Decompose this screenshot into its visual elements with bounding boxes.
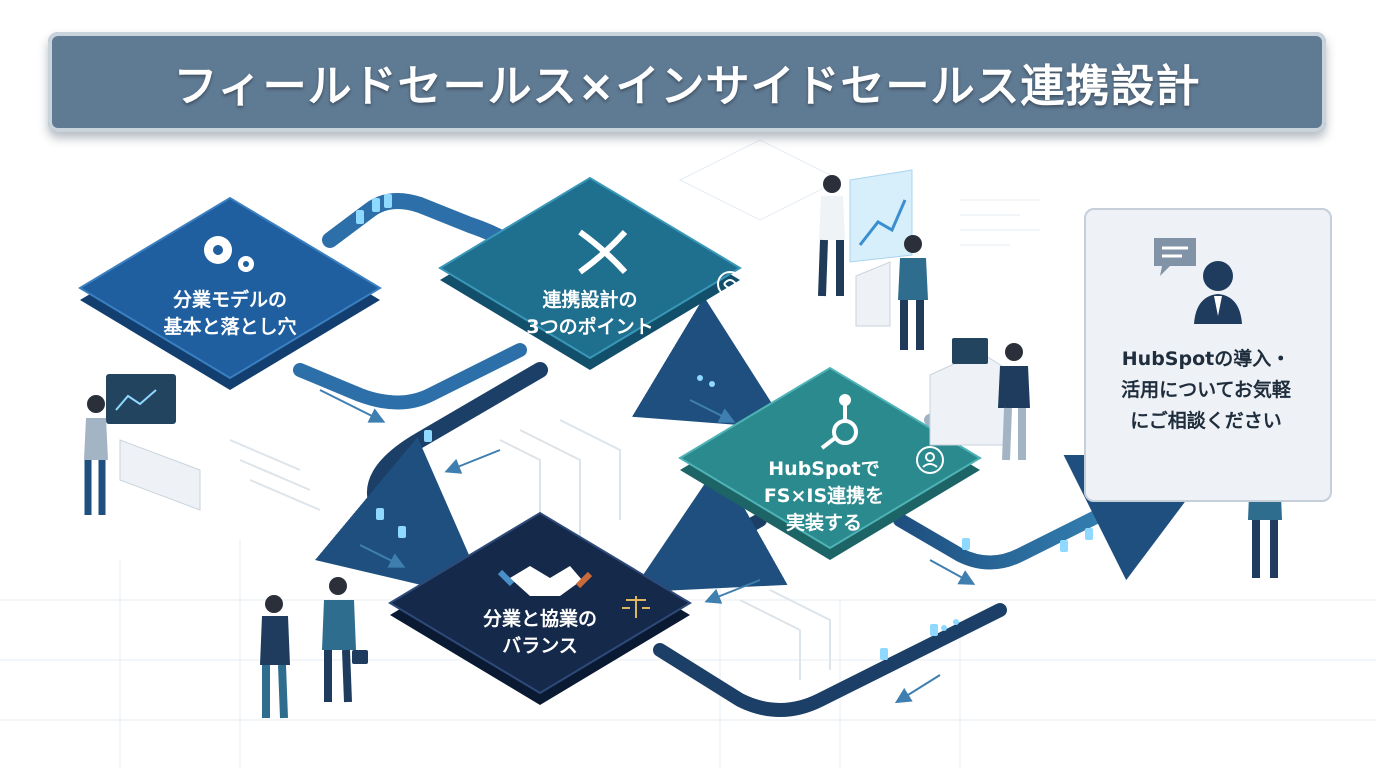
- consultation-text: HubSpotの導入・ 活用についてお気軽 にご相談ください: [1090, 344, 1322, 437]
- page-title: フィールドセールス×インサイドセールス連携設計: [173, 61, 1201, 112]
- hubspot-icon: [820, 394, 858, 450]
- node-balance[interactable]: [388, 511, 692, 705]
- person-with-laptop: [929, 338, 1030, 461]
- consultation-line3: にご相談ください: [1130, 410, 1282, 432]
- person-at-monitor: [84, 374, 201, 515]
- node-three-points-line2: 3つのポイント: [526, 316, 654, 338]
- pipe-lights: [356, 194, 1093, 660]
- node-hubspot-line1: HubSpotで: [768, 458, 880, 480]
- handshake-icon: [497, 566, 593, 596]
- node-basic-model-label: 分業モデルの 基本と落とし穴: [130, 287, 330, 341]
- node-basic-model-line1: 分業モデルの: [172, 289, 287, 311]
- node-hubspot-line3: 実装する: [785, 512, 862, 534]
- pipe-n3-to-n4: [631, 462, 788, 593]
- person-presenting: [818, 169, 913, 297]
- crossing-arrows-icon: [578, 229, 628, 275]
- pipe-n1-return: [293, 343, 527, 410]
- consultant-icon: [1154, 238, 1242, 324]
- node-basic-model-line2: 基本と落とし穴: [163, 316, 297, 338]
- node-balance-label: 分業と協業の バランス: [440, 606, 640, 660]
- node-three-points-label: 連携設計の 3つのポイント: [490, 287, 690, 341]
- node-balance-line1: 分業と協業の: [482, 608, 597, 630]
- pipe-n3-out: [893, 454, 1221, 581]
- node-basic-model-top: [78, 196, 382, 380]
- settings-user-icon: [916, 446, 944, 474]
- consultation-panel[interactable]: [1084, 208, 1332, 502]
- pipe-n2-to-n3: [631, 296, 789, 429]
- node-hubspot-label: HubSpotで FS×IS連携を 実装する: [724, 456, 924, 537]
- node-hubspot-top: [678, 366, 982, 550]
- node-balance-top: [388, 511, 692, 695]
- pipe-n2-to-n4: [315, 362, 548, 601]
- brain-icon: [717, 271, 743, 297]
- gears-icon: [204, 236, 254, 272]
- node-hubspot-line2: FS×IS連携を: [763, 485, 885, 507]
- node-hubspot[interactable]: [678, 366, 982, 560]
- scales-icon: [622, 596, 650, 618]
- person-standing-desk: [855, 235, 928, 350]
- node-three-points-line1: 連携設計の: [542, 289, 638, 311]
- node-basic-model[interactable]: [78, 196, 382, 390]
- node-three-points[interactable]: [438, 176, 743, 370]
- people-handshake: [260, 577, 368, 719]
- title-bar: フィールドセールス×インサイドセールス連携設計: [48, 32, 1326, 132]
- node-balance-line2: バランス: [502, 635, 578, 657]
- direction-arrows: [319, 389, 976, 704]
- consultation-line1: HubSpotの導入・: [1121, 348, 1291, 370]
- consultation-line2: 活用についてお気軽: [1121, 379, 1291, 401]
- pipe-n4-out: [653, 603, 1007, 717]
